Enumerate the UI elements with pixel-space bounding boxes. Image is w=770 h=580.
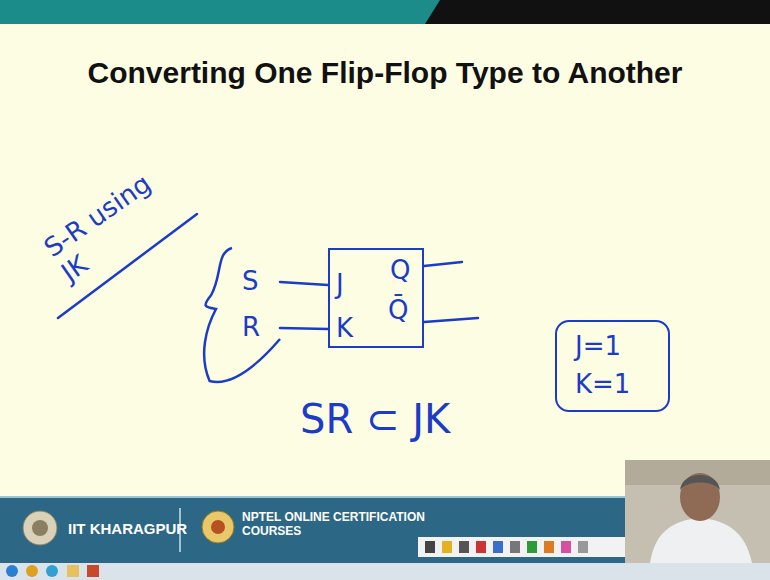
nptel-logo-core xyxy=(211,520,225,534)
toolbar-icon xyxy=(544,541,554,553)
top-bar-dark xyxy=(425,0,770,24)
lecturer-shirt xyxy=(650,518,752,563)
node-text: Q xyxy=(390,256,410,286)
taskbar-icon xyxy=(26,565,38,577)
taskbar-icon xyxy=(67,565,79,577)
taskbar-icon xyxy=(46,565,58,577)
q-output-wire xyxy=(424,262,462,266)
toolbar-icon xyxy=(578,541,588,553)
condition-box: J=1K=1 xyxy=(555,320,670,412)
nptel-logo xyxy=(202,511,234,543)
taskbar-icon xyxy=(87,565,99,577)
node-text: S xyxy=(242,267,259,297)
toolbar-icon xyxy=(510,541,520,553)
toolbar-icon xyxy=(459,541,469,553)
input-wire xyxy=(280,328,328,329)
bracket-outline xyxy=(200,245,280,385)
toolbar-icon xyxy=(493,541,503,553)
slide-title: Converting One Flip-Flop Type to Another xyxy=(0,56,770,91)
qbar-output-wire xyxy=(424,318,478,322)
node-text: K xyxy=(336,314,353,344)
toolbar-icon xyxy=(561,541,571,553)
node-text: Q̄ xyxy=(388,296,408,326)
toolbar-icon xyxy=(476,541,486,553)
input-wire xyxy=(280,282,328,285)
toolbar-icon xyxy=(442,541,452,553)
top-bar xyxy=(0,0,770,24)
course-name: NPTEL ONLINE CERTIFICATION COURSES xyxy=(242,511,432,539)
taskbar-icon xyxy=(6,565,18,577)
lecturer-video xyxy=(625,460,770,563)
node-text: J xyxy=(336,270,344,300)
institute-name: IIT KHARAGPUR xyxy=(68,520,187,537)
toolbar-icon xyxy=(425,541,435,553)
toolbar-icon xyxy=(527,541,537,553)
handwritten-note: S-R using JK xyxy=(39,168,176,289)
lecturer-head xyxy=(680,473,720,521)
iit-logo-core xyxy=(32,520,48,536)
input-bracket: SR xyxy=(200,245,280,385)
node-text: K=1 xyxy=(575,370,630,400)
taskbar xyxy=(0,563,770,580)
pen-toolbar xyxy=(418,537,625,557)
iit-logo xyxy=(23,511,57,545)
jk-flip-flop: JK Q Q̄ xyxy=(328,248,424,348)
handwritten-note: SR ⊂ JK xyxy=(300,396,450,442)
node-text: R xyxy=(242,313,260,343)
node-text: J=1 xyxy=(575,332,621,362)
lecturer-hair xyxy=(680,475,720,490)
